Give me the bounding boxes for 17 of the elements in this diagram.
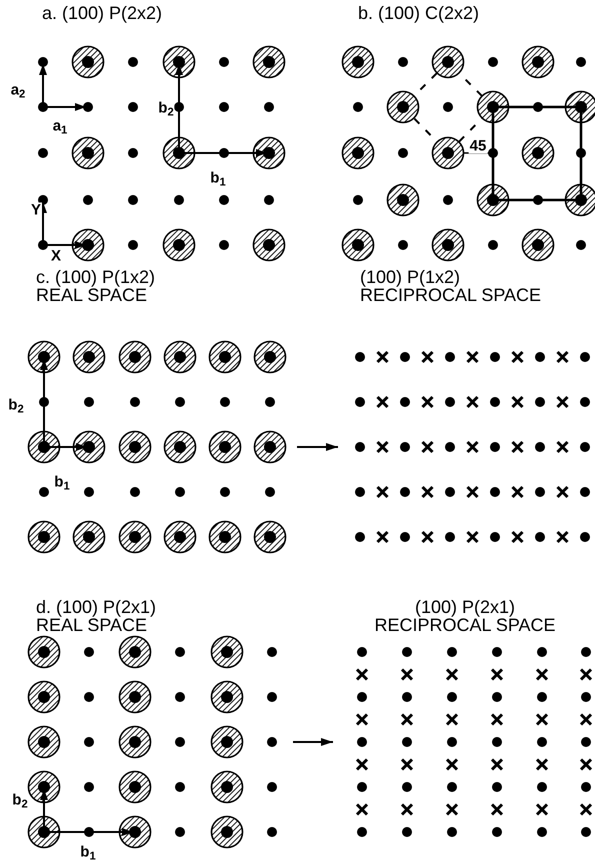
vector-label: X: [50, 248, 62, 264]
arrow: [293, 738, 333, 746]
vector-label: 45: [468, 138, 488, 154]
panel-heading: (100) P(2x1) RECIPROCAL SPACE: [373, 598, 557, 634]
vector-label: Y: [30, 202, 42, 218]
panel-heading: b. (100) C(2x2): [358, 4, 480, 22]
vector-label: b$_{2}$: [157, 100, 175, 116]
vector-label: b$_{1}$: [53, 474, 71, 490]
vector-label: b$_{1}$: [79, 844, 97, 860]
panel-heading: c. (100) P(1x2) REAL SPACE: [36, 268, 156, 304]
vector-label: b$_{2}$: [7, 398, 25, 412]
vector-label: b$_{1}$: [209, 170, 227, 186]
panel-heading: a. (100) P(2x2): [42, 4, 164, 22]
panel-heading: (100) P(1x2) RECIPROCAL SPACE: [360, 268, 542, 304]
panel-heading: d. (100) P(2x1) REAL SPACE: [36, 598, 158, 634]
vector-label: b$_{2}$: [11, 792, 29, 808]
arrow: [297, 443, 338, 451]
